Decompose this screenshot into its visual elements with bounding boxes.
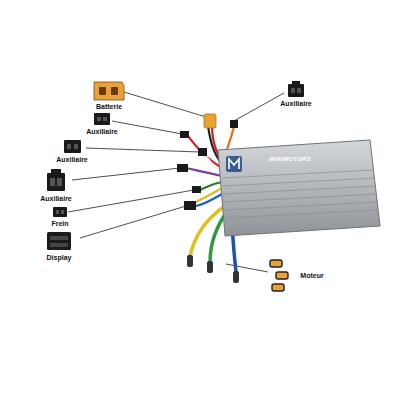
- leader-line: [124, 92, 206, 117]
- controller-housing: [218, 140, 380, 236]
- plug: [180, 131, 189, 138]
- leader-line: [232, 93, 284, 122]
- display-connector: [47, 232, 71, 250]
- connector-label: Frein: [51, 220, 68, 228]
- plug: [230, 120, 238, 128]
- bullet-connector: [233, 271, 239, 283]
- plug: [198, 148, 207, 156]
- brand-logo: [226, 156, 242, 172]
- xt60-plug: [204, 114, 216, 128]
- leader-line: [86, 148, 200, 152]
- connector-label: Auxiliaire: [86, 128, 118, 136]
- brand-logo-mark: [229, 159, 239, 169]
- auxiliary-connector: [288, 81, 304, 97]
- connector-label: Display: [47, 254, 72, 262]
- connector-label: Batterie: [96, 103, 122, 111]
- auxiliary-connector: [47, 169, 65, 191]
- plug: [184, 201, 196, 210]
- connector-label: Auxiliaire: [56, 156, 88, 164]
- connector-label: Auxiliaire: [40, 195, 72, 203]
- leader-line: [80, 206, 186, 238]
- wire: [196, 194, 222, 206]
- leader-line: [226, 264, 268, 272]
- battery-connector: [94, 82, 124, 100]
- bullet-ends: [187, 255, 239, 283]
- leader-line: [68, 190, 194, 212]
- bullet-connector: [207, 261, 213, 273]
- connector-label: Auxiliaire: [280, 100, 312, 108]
- wire: [188, 136, 222, 168]
- connector-icons: [47, 81, 304, 291]
- leader-line: [112, 121, 182, 134]
- bullet-connector: [187, 255, 193, 267]
- wire: [186, 168, 222, 176]
- connector-label: Moteur: [300, 272, 323, 280]
- auxiliary-connector: [64, 140, 81, 153]
- plug: [192, 186, 201, 193]
- auxiliary-connector: [94, 113, 110, 125]
- wire: [190, 205, 226, 256]
- brake-connector: [53, 207, 67, 217]
- housing-ridges: [222, 170, 379, 218]
- plug: [177, 164, 188, 172]
- housing: [218, 140, 380, 236]
- motor-connectors: [270, 260, 288, 291]
- brand-text: MINIMOTORS: [269, 156, 311, 163]
- leader-line: [72, 168, 180, 180]
